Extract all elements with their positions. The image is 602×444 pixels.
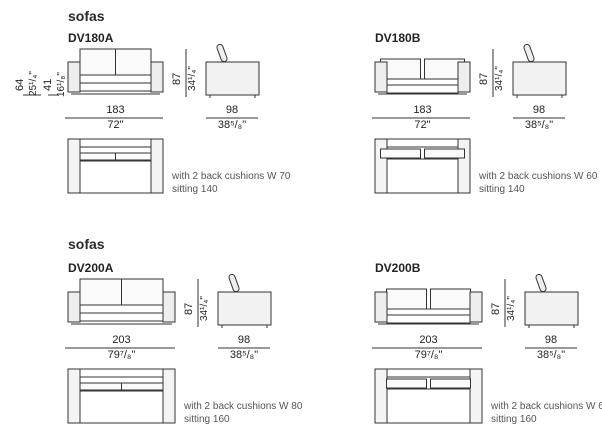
depth-dimension-line (525, 347, 577, 349)
base (386, 314, 471, 324)
top-view (374, 368, 483, 424)
seat-height-cm: 41 (42, 78, 54, 91)
height-cm: 87 (171, 72, 183, 85)
height-dimension-line (504, 279, 506, 327)
arm-height-line (23, 94, 58, 96)
front-view (374, 288, 483, 325)
model-code: DV200B (375, 261, 421, 275)
back-cushion (430, 288, 471, 310)
top-view (67, 368, 176, 424)
width-dimension-line (65, 117, 163, 119)
side-view (524, 273, 579, 328)
depth-cm: 98 (544, 334, 558, 346)
back-cushion (79, 278, 122, 306)
backrest (535, 273, 547, 293)
width-cm: 203 (112, 334, 131, 346)
width-in: 79⁷/₈" (414, 349, 443, 361)
base (386, 84, 459, 94)
arm (150, 61, 164, 93)
width-dimension-line (372, 117, 470, 119)
width-dimension-line (65, 347, 175, 349)
side-view (217, 273, 272, 328)
height-in: 34¹/₄" (187, 66, 198, 91)
back-cushion (115, 48, 152, 76)
width-cm: 183 (106, 104, 125, 116)
back-cushion (430, 378, 471, 389)
backrest (228, 273, 240, 293)
height-dimension-line (197, 279, 199, 327)
depth-dimension-line (218, 347, 270, 349)
seat (386, 78, 459, 86)
back-cushion (386, 288, 427, 310)
front-view (67, 48, 164, 95)
height-in: 34¹/₄" (494, 66, 505, 91)
back-cushion (386, 378, 427, 389)
front-view (374, 58, 471, 95)
model-code: DV200A (68, 261, 114, 275)
back-cushion (380, 148, 421, 159)
arm (469, 291, 483, 323)
depth-cm: 98 (237, 334, 251, 346)
height-cm: 87 (478, 72, 490, 85)
arm (374, 61, 388, 93)
arm-height-in: 25¹/₄" (28, 71, 39, 96)
side-view (205, 43, 260, 98)
seat (79, 74, 152, 84)
height-cm: 87 (183, 302, 195, 315)
height-dimension-line (185, 49, 187, 97)
seat (386, 308, 471, 316)
height-dimension-line (492, 49, 494, 97)
back-cushion (424, 148, 465, 159)
arm-height-cm: 64 (14, 78, 26, 91)
back-cushion (79, 382, 122, 391)
depth-in: 38⁵/₈" (536, 349, 566, 361)
top-view (374, 138, 471, 194)
height-in: 34¹/₄" (506, 296, 517, 321)
model-code: DV180A (68, 31, 114, 45)
seat-height-in: 16¹/₈" (56, 72, 67, 97)
section-title: sofas (68, 236, 105, 252)
back-cushion (121, 382, 164, 391)
width-cm: 183 (413, 104, 432, 116)
arm (67, 61, 81, 93)
back-cushion (121, 278, 164, 306)
width-cm: 203 (419, 334, 438, 346)
back-cushion (79, 152, 116, 161)
depth-in: 38⁵/₈" (229, 349, 259, 361)
back-cushion (79, 48, 116, 76)
depth-dimension-line (206, 117, 258, 119)
backrest (216, 43, 228, 63)
width-in: 72" (414, 119, 431, 131)
width-in: 72" (107, 119, 124, 131)
model-code: DV180B (375, 31, 421, 45)
depth-cm: 98 (225, 104, 239, 116)
depth-cm: 98 (532, 104, 546, 116)
depth-dimension-line (513, 117, 565, 119)
backrest (523, 43, 535, 63)
top-view (67, 138, 164, 194)
section-title: sofas (68, 8, 105, 24)
height-cm: 87 (490, 302, 502, 315)
arm (162, 291, 176, 323)
width-dimension-line (372, 347, 482, 349)
seat (79, 304, 164, 314)
arm (67, 291, 81, 323)
arm (374, 291, 388, 323)
base (79, 82, 152, 92)
width-in: 79⁷/₈" (107, 349, 136, 361)
height-in: 34¹/₄" (199, 296, 210, 321)
base (79, 312, 164, 322)
depth-in: 38⁵/₈" (524, 119, 554, 131)
front-view (67, 278, 176, 325)
depth-in: 38⁵/₈" (217, 119, 247, 131)
arm (457, 61, 471, 93)
side-view (512, 43, 567, 98)
back-cushion (115, 152, 152, 161)
